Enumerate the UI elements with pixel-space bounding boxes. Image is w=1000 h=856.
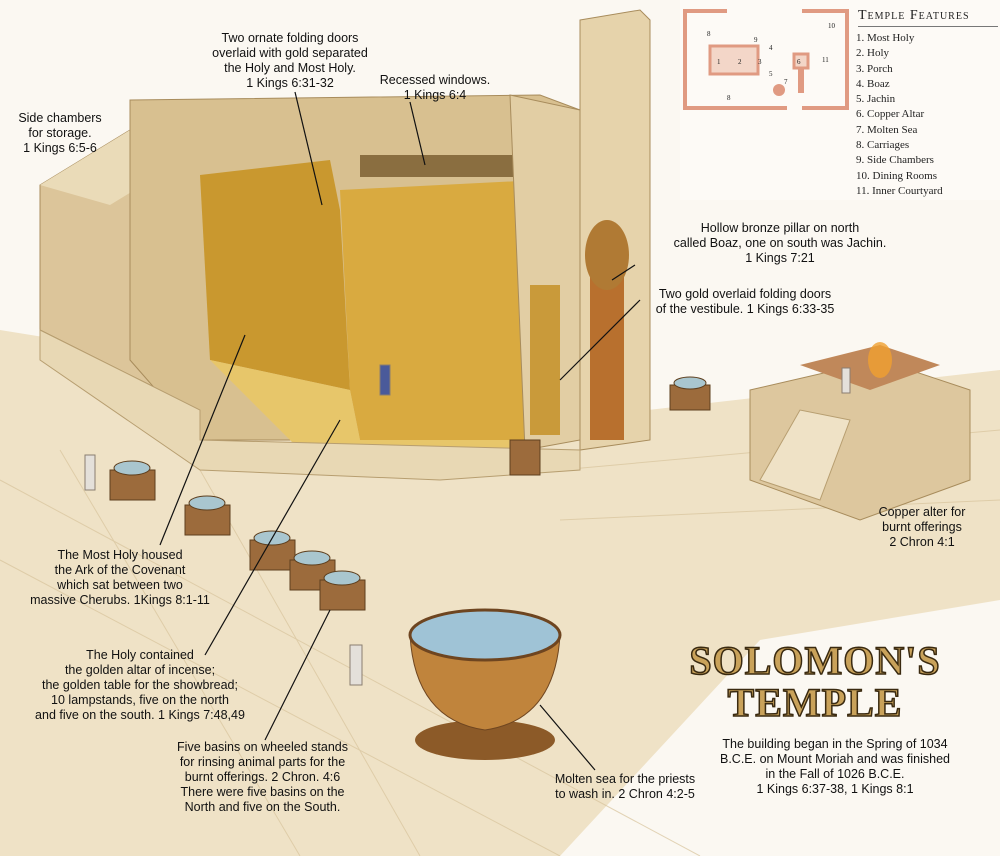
legend-item: 6. Copper Altar: [856, 108, 925, 121]
recessed-windows: [360, 155, 540, 177]
caption-most-holy: The Most Holy housed the Ark of the Cove…: [10, 548, 230, 608]
caption-building-dates: The building began in the Spring of 1034…: [695, 737, 975, 797]
caption-line: massive Cherubs. 1Kings 8:1-11: [30, 593, 210, 607]
basin-carts: [109, 376, 711, 611]
title-line: SOLOMON'S: [689, 638, 941, 683]
caption-line: called Boaz, one on south was Jachin.: [673, 236, 887, 250]
caption-line: in the Fall of 1026 B.C.E.: [765, 767, 905, 781]
caption-line: Molten sea for the priests: [554, 772, 696, 786]
caption-line: Side chambers: [18, 111, 102, 125]
altar-stairs: [759, 409, 851, 501]
legend-item: 8. Carriages: [856, 139, 910, 152]
caption-folding-doors: Two ornate folding doors overlaid with g…: [190, 31, 390, 91]
caption-line: Two gold overlaid folding doors: [658, 287, 832, 301]
caption-holy: The Holy contained the golden altar of i…: [10, 648, 270, 723]
caption-vestibule-doors: Two gold overlaid folding doors of the v…: [630, 287, 860, 317]
title-line: TEMPLE: [727, 680, 903, 725]
caption-line: 1 Kings 6:5-6: [23, 141, 97, 155]
legend-item: 1. Most Holy: [856, 32, 915, 44]
caption-line: The building began in the Spring of 1034: [722, 737, 948, 751]
caption-line: The Most Holy housed: [57, 548, 183, 562]
altar-fire: [868, 342, 892, 378]
caption-line: The Holy contained: [86, 648, 194, 662]
plan-label: 9: [754, 36, 758, 44]
holy-interior: [340, 180, 545, 440]
plan-label: 8: [727, 94, 731, 102]
caption-side-chambers: Side chambers for storage. 1 Kings 6:5-6: [5, 111, 115, 156]
temple-base: [39, 329, 581, 481]
legend-item: 4. Boaz: [856, 77, 890, 90]
caption-line: 1 Kings 6:31-32: [246, 76, 334, 90]
page-title: SOLOMON'S TEMPLE: [675, 638, 955, 725]
caption-line: and five on the south. 1 Kings 7:48,49: [35, 708, 245, 722]
legend-item: 2. Holy: [856, 47, 889, 60]
pillar-capital: [585, 220, 629, 290]
legend-item: 5. Jachin: [856, 93, 896, 106]
caption-line: burnt offerings. 2 Chron. 4:6: [184, 770, 341, 784]
caption-line: Recessed windows.: [379, 73, 491, 87]
caption-line: 1 Kings 6:37-38, 1 Kings 8:1: [756, 782, 914, 796]
caption-line: 1 Kings 6:4: [403, 88, 467, 102]
caption-line: the Holy and Most Holy.: [224, 61, 356, 75]
caption-line: 2 Chron 4:1: [889, 535, 955, 549]
plan-label: 10: [828, 22, 836, 30]
caption-line: the golden table for the showbread;: [42, 678, 238, 692]
caption-basins: Five basins on wheeled stands for rinsin…: [160, 740, 365, 815]
holy-floor: [210, 360, 545, 460]
legend-list: 1. Most Holy 2. Holy 3. Porch 4. Boaz 5.…: [856, 31, 943, 199]
molten-sea: [408, 608, 562, 760]
caption-line: 10 lampstands, five on the north: [51, 693, 229, 707]
caption-line: overlaid with gold separated: [212, 46, 368, 60]
plan-label: 1: [717, 58, 721, 66]
legend-item: 7. Molten Sea: [856, 123, 918, 136]
caption-line: which sat between two: [57, 578, 183, 592]
caption-line: for storage.: [28, 126, 92, 140]
caption-line: Five basins on wheeled stands: [177, 740, 348, 754]
caption-line: for rinsing animal parts for the: [179, 755, 346, 769]
caption-line: Copper alter for: [878, 505, 966, 519]
caption-line: There were five basins on the: [180, 785, 345, 799]
legend-item: 11. Inner Courtyard: [856, 184, 943, 197]
caption-windows: Recessed windows. 1 Kings 6:4: [365, 73, 505, 103]
plan-label: 7: [784, 78, 788, 86]
priest-figures: [84, 364, 851, 686]
caption-line: Hollow bronze pillar on north: [700, 221, 860, 235]
legend-item: 9. Side Chambers: [856, 154, 934, 167]
legend-title: Temple Features: [858, 8, 998, 27]
plan-label: 2: [738, 58, 742, 66]
plan-label: 5: [769, 70, 773, 78]
caption-line: North and five on the South.: [184, 800, 341, 814]
caption-line: the Ark of the Covenant: [54, 563, 186, 577]
vestibule-door: [530, 285, 560, 435]
caption-line: to wash in. 2 Chron 4:2-5: [555, 787, 695, 801]
caption-line: Two ornate folding doors: [221, 31, 359, 45]
caption-pillar: Hollow bronze pillar on north called Boa…: [650, 221, 910, 266]
legend-item: 10. Dining Rooms: [856, 169, 937, 182]
plan-label: 11: [822, 56, 829, 64]
caption-line: 1 Kings 7:21: [745, 251, 815, 265]
pillar-boaz: [590, 270, 624, 440]
caption-line: of the vestibule. 1 Kings 6:33-35: [655, 302, 835, 316]
temple-features-legend: 1 2 3 4 5 6 7 8 8 9 10 11: [680, 0, 1000, 200]
caption-line: B.C.E. on Mount Moriah and was finished: [720, 752, 950, 766]
caption-line: the golden altar of incense;: [64, 663, 216, 677]
most-holy-interior: [200, 160, 350, 390]
caption-line: burnt offerings: [882, 520, 962, 534]
caption-molten-sea: Molten sea for the priests to wash in. 2…: [530, 772, 720, 802]
plan-label: 4: [769, 44, 773, 52]
legend-item: 3. Porch: [856, 62, 893, 75]
plan-label: 6: [797, 58, 801, 66]
caption-copper-altar: Copper alter for burnt offerings 2 Chron…: [862, 505, 982, 550]
leader-lines: [159, 91, 641, 771]
site-plan-diagram: 1 2 3 4 5 6 7 8 8 9 10 11: [683, 9, 849, 110]
plan-label: 8: [707, 30, 711, 38]
plan-label: 3: [758, 58, 762, 66]
